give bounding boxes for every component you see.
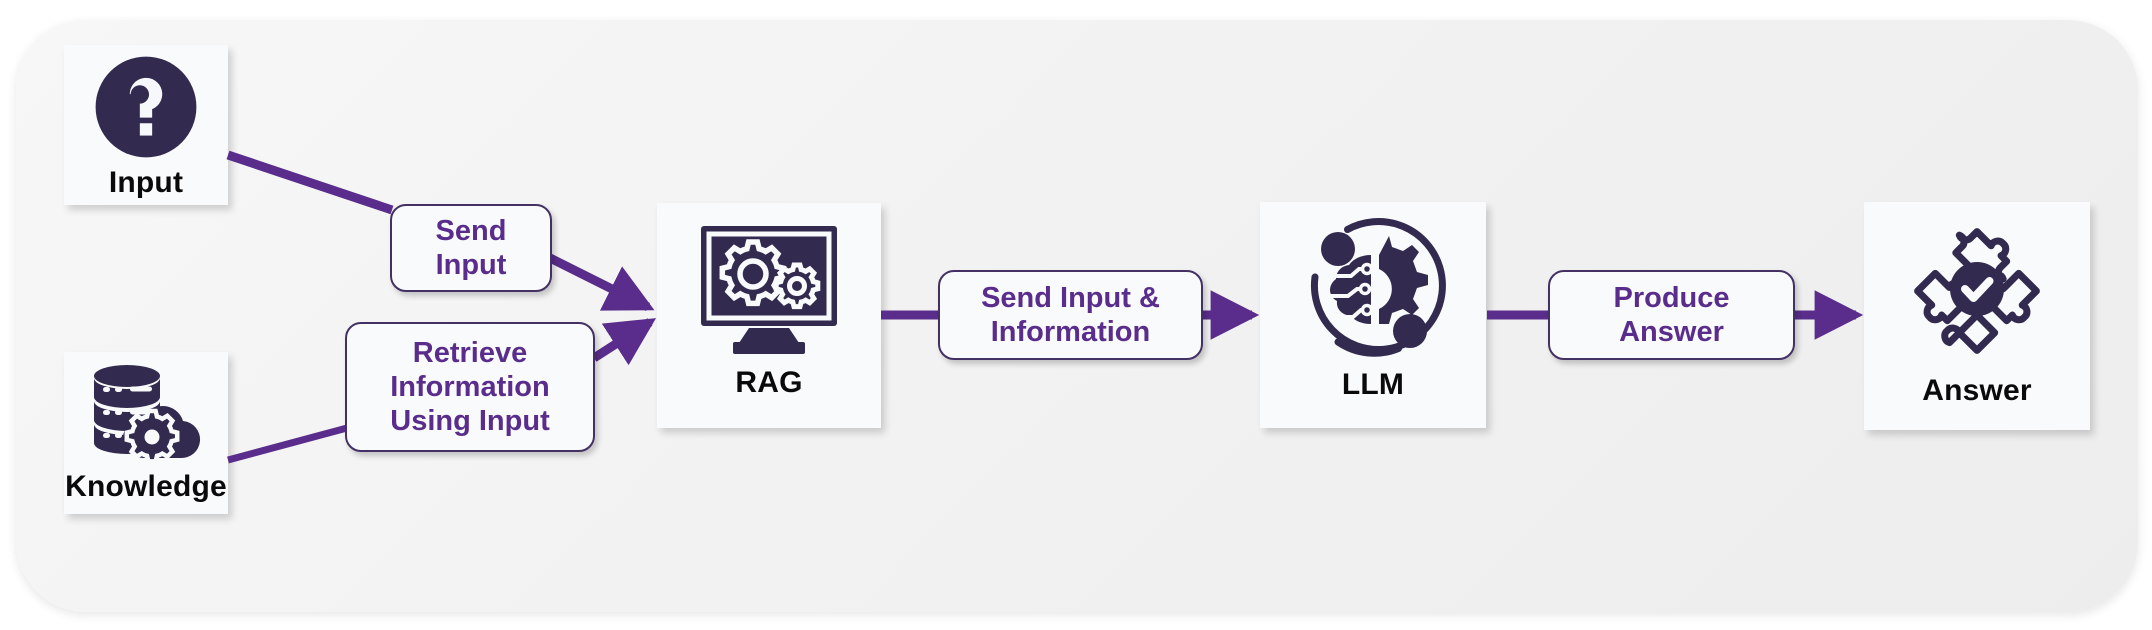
edge-label-send-input[interactable]: Send Input xyxy=(390,204,552,292)
edge-label-send-input-line2: Input xyxy=(435,249,507,281)
node-knowledge-icon-wrap xyxy=(64,352,228,472)
edge-label-produce-answer[interactable]: Produce Answer xyxy=(1548,270,1795,360)
node-llm-icon-wrap xyxy=(1260,202,1486,370)
node-answer-label: Answer xyxy=(1922,374,2032,407)
node-answer-icon-wrap xyxy=(1864,202,2090,376)
node-llm-label: LLM xyxy=(1341,368,1405,401)
edge-label-send-input-info[interactable]: Send Input & Information xyxy=(938,270,1203,360)
node-input[interactable]: Input xyxy=(64,45,228,205)
node-rag-icon-wrap xyxy=(657,203,881,368)
edge-label-retrieve-text: Retrieve Information Using Input xyxy=(390,336,550,439)
node-rag[interactable]: RAG xyxy=(657,203,881,428)
edge-label-send-input-info-text: Send Input & Information xyxy=(981,281,1160,349)
monitor-gears-icon xyxy=(697,224,841,361)
edge-label-send-input-line1: Send xyxy=(435,214,507,247)
edge-label-retrieve[interactable]: Retrieve Information Using Input xyxy=(345,322,595,452)
puzzle-check-icon xyxy=(1902,216,2052,371)
edge-label-send-input-info-line2: Information xyxy=(990,316,1151,348)
node-input-label: Input xyxy=(108,166,184,199)
node-answer[interactable]: Answer xyxy=(1864,202,2090,430)
edge-label-retrieve-line3: Using Input xyxy=(390,405,550,438)
edge-label-produce-answer-line2: Answer xyxy=(1619,316,1724,348)
node-input-icon-wrap xyxy=(64,45,228,168)
node-llm[interactable]: LLM xyxy=(1260,202,1486,428)
edge-label-send-input-text: Send Input xyxy=(436,214,507,282)
edge-label-send-input-info-line1: Send Input & xyxy=(981,281,1160,314)
edge-label-produce-answer-text: Produce Answer xyxy=(1613,281,1729,349)
node-knowledge[interactable]: Knowledge xyxy=(64,352,228,514)
node-knowledge-label: Knowledge xyxy=(65,470,227,503)
edge-label-produce-answer-line1: Produce xyxy=(1613,281,1730,314)
question-mark-circle-icon xyxy=(90,51,202,168)
edge-label-retrieve-line1: Retrieve xyxy=(412,336,528,369)
edge-label-retrieve-line2: Information xyxy=(390,370,550,403)
brain-gear-orbit-icon xyxy=(1297,213,1449,370)
database-gears-icon xyxy=(86,362,206,471)
node-rag-label: RAG xyxy=(735,366,803,399)
